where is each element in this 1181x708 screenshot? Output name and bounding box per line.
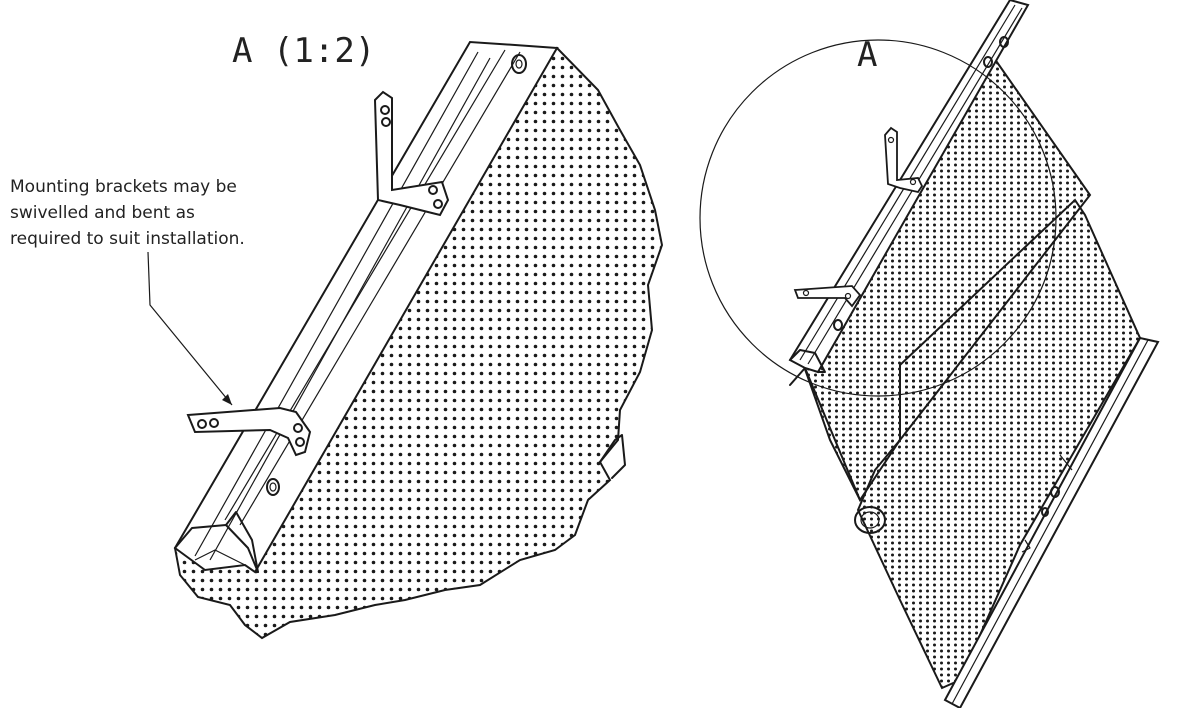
detail-callout-label: A	[857, 35, 877, 75]
installation-note: Mounting brackets may be swivelled and b…	[10, 177, 245, 406]
mounting-bracket-lower-main	[793, 285, 862, 308]
rail-bolt-hole	[266, 478, 280, 496]
leader-line	[147, 251, 233, 406]
note-line: swivelled and bent as	[10, 203, 195, 223]
panel-bolt-hole	[1050, 486, 1060, 498]
rail-bolt-hole	[999, 36, 1009, 48]
main-view: A	[699, 0, 1160, 708]
rail-inner-wall	[225, 511, 259, 573]
note-line: Mounting brackets may be	[10, 177, 237, 197]
rail-bolt-hole	[269, 482, 277, 492]
rail-edge-line	[239, 51, 521, 526]
rail-edge-line	[224, 49, 506, 521]
mounting-bracket-lower	[186, 406, 312, 457]
rail-end-lip	[194, 549, 246, 566]
panel-edge-step	[599, 434, 626, 479]
rail-edge-line	[209, 57, 491, 561]
mounting-bracket-upper-main	[884, 126, 924, 194]
panel-joint	[1059, 454, 1073, 471]
support-rail	[173, 40, 559, 574]
note-line: required to suit installation.	[10, 229, 245, 249]
rail-edge-line	[194, 51, 479, 557]
detail-callout-circle	[699, 39, 1057, 397]
leader-arrowhead	[222, 394, 232, 405]
front-rail	[943, 336, 1160, 708]
rail-bolt-hole	[983, 56, 993, 68]
detail-view-title: A (1:2)	[232, 31, 375, 71]
front-rail-edge	[951, 339, 1149, 705]
rail-bolt-hole	[511, 54, 527, 74]
rail-bolt-hole	[515, 59, 523, 69]
pipe-end	[854, 506, 886, 534]
back-rail-end	[789, 349, 826, 373]
panel-bolt-hole	[1041, 507, 1049, 517]
mounting-bracket-upper	[373, 90, 450, 217]
rail-joint	[1021, 539, 1031, 553]
detail-view-a: A (1:2)	[10, 31, 664, 640]
rail-bolt-hole	[833, 319, 843, 331]
